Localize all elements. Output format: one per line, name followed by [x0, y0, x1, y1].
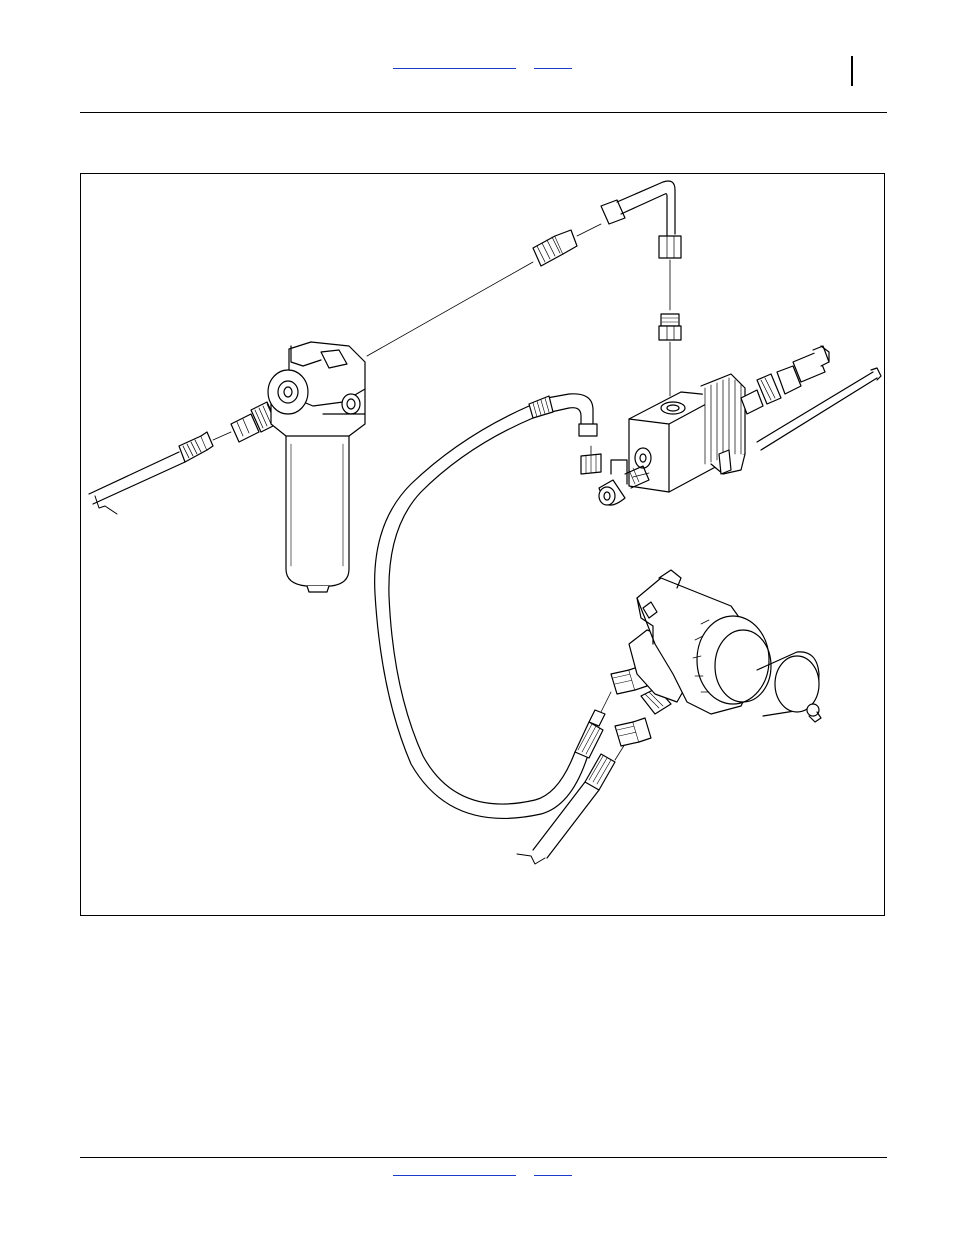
hydraulic-plumbing-illustration	[81, 174, 886, 917]
header-rule	[80, 112, 887, 113]
header-link-page[interactable]	[534, 68, 572, 69]
figure-frame	[80, 173, 885, 916]
steel-tube-line-icon	[601, 181, 681, 258]
header-link-manual[interactable]	[393, 68, 516, 69]
hydraulic-filter-icon	[268, 342, 365, 592]
filter-inlet-fitting-icon	[231, 402, 277, 442]
footer-link-page[interactable]	[534, 1175, 572, 1176]
change-bar	[851, 56, 853, 86]
solenoid-cartridge-icon	[741, 346, 829, 414]
footer-rule	[80, 1157, 887, 1158]
filter-outlet-fitting-icon	[533, 230, 577, 266]
tube-nut-fitting-icon	[659, 314, 681, 340]
pressure-hose-icon	[375, 394, 605, 819]
footer-link-manual[interactable]	[393, 1175, 516, 1176]
supply-hose-icon	[89, 432, 213, 514]
